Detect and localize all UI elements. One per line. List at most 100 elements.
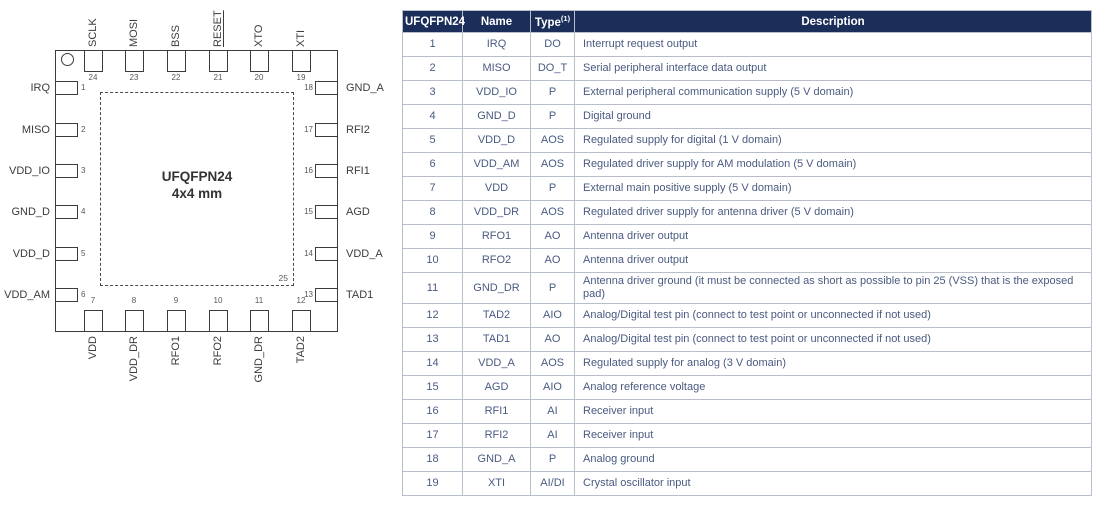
- pin-number: 5: [81, 249, 86, 258]
- pin-label: IRQ: [30, 82, 50, 94]
- pin-pad: [249, 50, 269, 72]
- pin-label: BSS: [170, 24, 182, 47]
- pin-pad: [55, 164, 78, 178]
- name-cell: RFO1: [462, 224, 531, 249]
- pin-cell: 18: [402, 447, 463, 472]
- desc-cell: Regulated supply for analog (3 V domain): [574, 351, 1092, 376]
- pin-label: VDD_IO: [9, 165, 50, 177]
- pin-number: 11: [254, 296, 264, 305]
- col-header-pin: UFQFPN24: [402, 10, 465, 33]
- pin-label: VDD_D: [12, 248, 50, 260]
- type-cell: AOS: [530, 200, 575, 225]
- name-cell: GND_DR: [462, 272, 531, 304]
- pin-pad: [208, 310, 228, 332]
- pin-number: 9: [173, 296, 179, 305]
- pin-cell: 11: [402, 272, 463, 304]
- name-cell: RFO2: [462, 248, 531, 273]
- type-cell: P: [530, 176, 575, 201]
- pin-label: GND_D: [11, 206, 50, 218]
- pin-label: AGD: [346, 206, 370, 218]
- desc-cell: Digital ground: [574, 104, 1092, 129]
- pin-pad: [291, 50, 311, 72]
- name-cell: MISO: [462, 56, 531, 81]
- col-header-type: Type(1): [530, 10, 575, 33]
- pin-label: RFO1: [170, 336, 182, 366]
- name-cell: VDD_IO: [462, 80, 531, 105]
- pin-number: 17: [304, 125, 313, 134]
- name-cell: TAD2: [462, 303, 531, 328]
- pin-label: MOSI: [128, 18, 140, 47]
- pin-cell: 6: [402, 152, 463, 177]
- pin-pad: [208, 50, 228, 72]
- pin-label: RFI2: [346, 124, 370, 136]
- desc-cell: Antenna driver output: [574, 248, 1092, 273]
- pin-number: 10: [213, 296, 223, 305]
- pin-label: VDD_A: [346, 248, 383, 260]
- pin-number: 8: [131, 296, 137, 305]
- pin-cell: 4: [402, 104, 463, 129]
- name-cell: VDD_D: [462, 128, 531, 153]
- type-cell: P: [530, 104, 575, 129]
- type-cell: P: [530, 272, 575, 304]
- pin-pad: [124, 310, 144, 332]
- pin-number: 21: [213, 73, 223, 82]
- pin-pad: [249, 310, 269, 332]
- pin-pad: [83, 50, 103, 72]
- pin-label: MISO: [21, 124, 50, 136]
- chip-title: UFQFPN24 4x4 mm: [100, 168, 294, 202]
- desc-cell: Antenna driver ground (it must be connec…: [574, 272, 1092, 304]
- pin-label: RESET: [212, 10, 224, 47]
- name-cell: VDD_A: [462, 351, 531, 376]
- type-cell: AOS: [530, 128, 575, 153]
- pin-number: 6: [81, 290, 86, 299]
- exposed-pad-number: 25: [278, 273, 288, 283]
- pin-number: 24: [88, 73, 98, 82]
- desc-cell: Analog ground: [574, 447, 1092, 472]
- pin-number: 19: [296, 73, 306, 82]
- type-cell: P: [530, 447, 575, 472]
- pin-number: 23: [129, 73, 139, 82]
- pin-label: VDD_AM: [4, 289, 50, 301]
- pin-cell: 12: [402, 303, 463, 328]
- desc-cell: External main positive supply (5 V domai…: [574, 176, 1092, 201]
- pin-pad: [55, 81, 78, 95]
- type-cell: AI: [530, 399, 575, 424]
- pin-number: 18: [304, 83, 313, 92]
- pin-pad: [315, 81, 338, 95]
- pin-pad: [83, 310, 103, 332]
- type-cell: AOS: [530, 351, 575, 376]
- pin-pad: [291, 310, 311, 332]
- type-cell: AI/DI: [530, 471, 575, 496]
- pin-label: TAD2: [295, 336, 307, 364]
- name-cell: RFI2: [462, 423, 531, 448]
- pin-label: GND_DR: [253, 336, 265, 383]
- name-cell: VDD_AM: [462, 152, 531, 177]
- pin-pad: [55, 123, 78, 137]
- pin-pad: [55, 247, 78, 261]
- type-cell: AO: [530, 327, 575, 352]
- type-cell: P: [530, 80, 575, 105]
- pin-label: SCLK: [87, 18, 99, 47]
- name-cell: VDD_DR: [462, 200, 531, 225]
- type-cell: AO: [530, 224, 575, 249]
- pin-label: RFI1: [346, 165, 370, 177]
- pin-cell: 10: [402, 248, 463, 273]
- pin-number: 13: [304, 290, 313, 299]
- pin-cell: 19: [402, 471, 463, 496]
- pin-pad: [124, 50, 144, 72]
- desc-cell: Crystal oscillator input: [574, 471, 1092, 496]
- pin-label: XTO: [253, 24, 265, 47]
- desc-cell: Antenna driver output: [574, 224, 1092, 249]
- pin-label: RFO2: [212, 336, 224, 366]
- pin-cell: 3: [402, 80, 463, 105]
- pin-cell: 8: [402, 200, 463, 225]
- type-cell: AOS: [530, 152, 575, 177]
